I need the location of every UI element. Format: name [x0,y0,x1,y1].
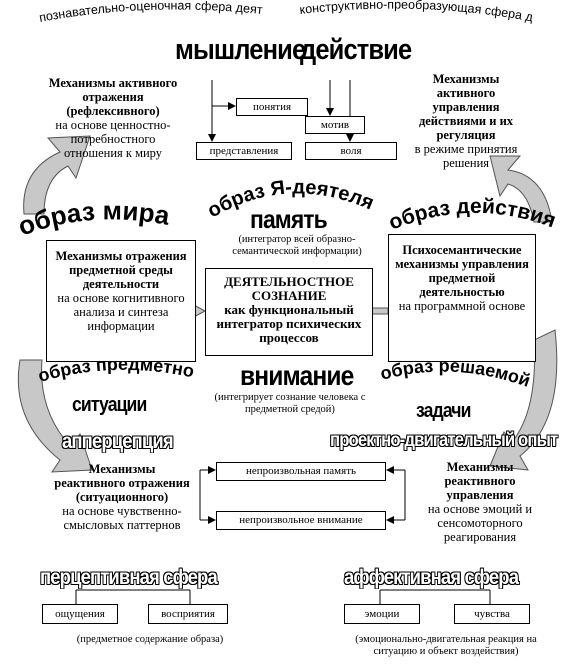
task-image-line2: задачи [416,400,471,422]
gray-arrow-right-top [489,155,553,223]
control-mechanisms-text: в режиме принятия решения [414,142,518,170]
arc-cognitive-sphere: познавательно-оценочная сфера деятельнос… [0,0,264,25]
psychosemantic-text: на программной основе [398,299,526,313]
reflexive-mechanisms: Механизмы активного отражения (рефлексив… [48,76,178,160]
reflexive-mechanisms-text: на основе ценностно-потребностного отнош… [55,118,171,160]
representations-box: представления [196,142,292,160]
memory-note: (интегратор всей образно-семантической и… [232,234,362,257]
will-box: воля [305,142,397,160]
concepts-box: понятия [236,98,308,116]
sensations-box: ощущения [42,604,118,624]
perceptive-sphere-heading: перцептивная сфера [40,566,218,589]
gray-arrow-left-top [23,135,91,215]
action-heading: действие [300,34,412,66]
psychosemantic-box: Психосемантические механизмы управления … [388,234,536,362]
reactive-control-text: на основе эмоций и сенсомоторного реагир… [427,502,533,544]
feelings-box: чувства [454,604,530,624]
reactive-mechanisms: Механизмы реактивного отражения (ситуаци… [52,462,192,532]
reactive-mechanisms-text: на основе чувственно-смысловых паттернов [62,504,182,532]
psychosemantic-title: Психосемантические механизмы управления … [395,243,529,299]
reactive-control-mechanisms: Механизмы реактивного управления на осно… [410,460,550,544]
thinking-heading: мышление [175,34,306,66]
object-env-text: на основе когнитивного анализа и синтеза… [57,291,185,333]
perceptions-box: восприятия [148,604,228,624]
object-env-box: Механизмы отражения предметной среды дея… [46,240,196,362]
control-mechanisms: Механизмы активного управления действиям… [404,72,528,170]
control-mechanisms-title: Механизмы активного управления действиям… [418,72,514,142]
object-situation-line2: ситуации [72,394,147,416]
perceptive-note: (предметное содержание образа) [76,634,224,645]
center-subtitle: как функциональный интегратор психически… [216,302,362,345]
center-box: ДЕЯТЕЛЬНОСТНОЕ СОЗНАНИЕ как функциональн… [205,268,373,356]
object-env-title: Механизмы отражения предметной среды дея… [55,249,187,291]
gray-arrow-left-bottom [17,359,93,473]
memory-heading: память [250,204,328,234]
reactive-mechanisms-title: Механизмы реактивного отражения (ситуаци… [54,462,190,504]
apperception-heading: апперцепция [62,430,174,453]
affective-note: (эмоционально-двигательная реакция на си… [355,634,537,657]
reactive-control-title: Механизмы реактивного управления [444,460,516,502]
involuntary-attention-box: непроизвольное внимание [216,511,386,530]
center-title: ДЕЯТЕЛЬНОСТНОЕ СОЗНАНИЕ [224,274,354,303]
gray-arrow-right-bottom [489,329,558,471]
involuntary-memory-box: непроизвольная память [216,462,386,481]
attention-heading: внимание [240,360,354,391]
design-motor-heading: проектно-двигательный опыт [330,430,558,451]
motive-box: мотив [305,116,365,134]
emotions-box: эмоции [344,604,420,624]
affective-sphere-heading: аффективная сфера [344,566,519,589]
attention-note: (интегрирует сознание человека с предмет… [214,392,366,415]
reflexive-mechanisms-title: Механизмы активного отражения (рефлексив… [48,76,178,118]
